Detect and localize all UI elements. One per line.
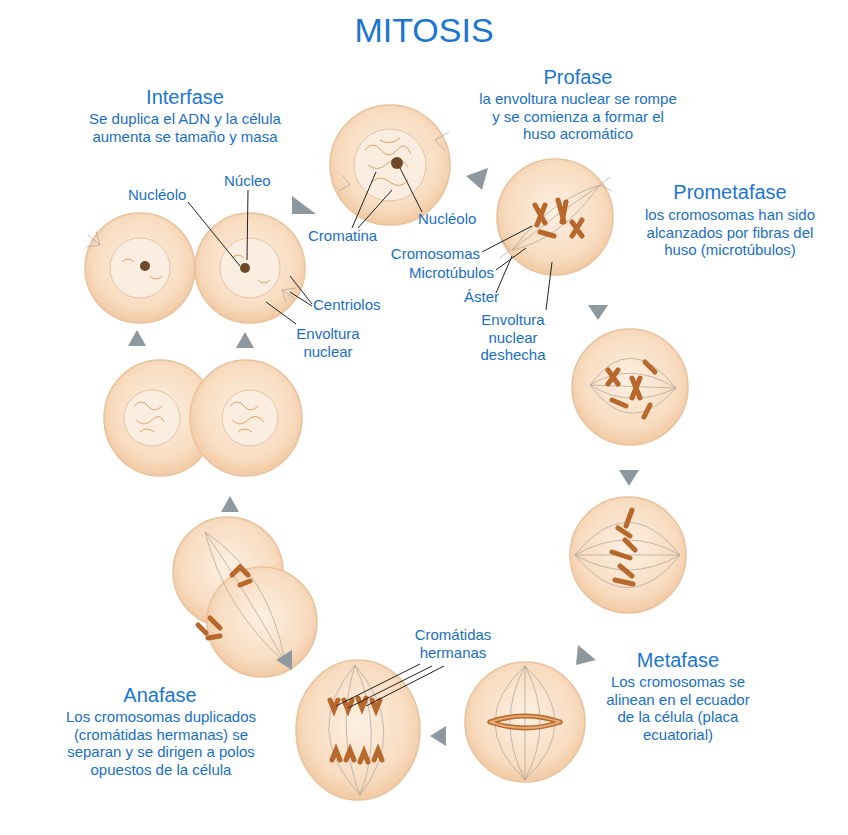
phase-heading: Metafase <box>600 649 756 673</box>
callout-label: Envoltura nuclear deshecha <box>465 311 561 364</box>
callout-label: Microtúbulos <box>409 264 494 282</box>
callout-label: Envoltura nuclear <box>286 325 370 360</box>
callout-label: Cromátidas hermanas <box>398 626 508 661</box>
phase-description: Los cromosomas se alinean en el ecuador … <box>600 673 756 744</box>
callout-label: Áster <box>464 288 499 306</box>
phase-heading: Interfase <box>85 86 285 110</box>
title: MITOSIS <box>224 10 624 50</box>
callout-label: Nucléolo <box>128 186 186 204</box>
callout-label: Núcleo <box>224 172 271 190</box>
phase-heading: Profase <box>478 66 678 90</box>
phase-description: la envoltura nuclear se rompe y se comie… <box>476 90 680 143</box>
phase-description: Se duplica el ADN y la célula aumenta se… <box>65 110 305 145</box>
phase-heading: Prometafase <box>640 181 820 205</box>
callout-label: Nucléolo <box>418 210 476 228</box>
callout-label: Centriolos <box>313 296 381 314</box>
callout-label: Cromatina <box>308 227 377 245</box>
phase-description: Los cromosomas duplicados (cromátidas he… <box>56 708 266 779</box>
phase-description: los cromosomas han sido alcanzados por f… <box>640 206 820 259</box>
phase-heading: Anafase <box>80 684 240 708</box>
callout-label: Cromosomas <box>391 245 480 263</box>
